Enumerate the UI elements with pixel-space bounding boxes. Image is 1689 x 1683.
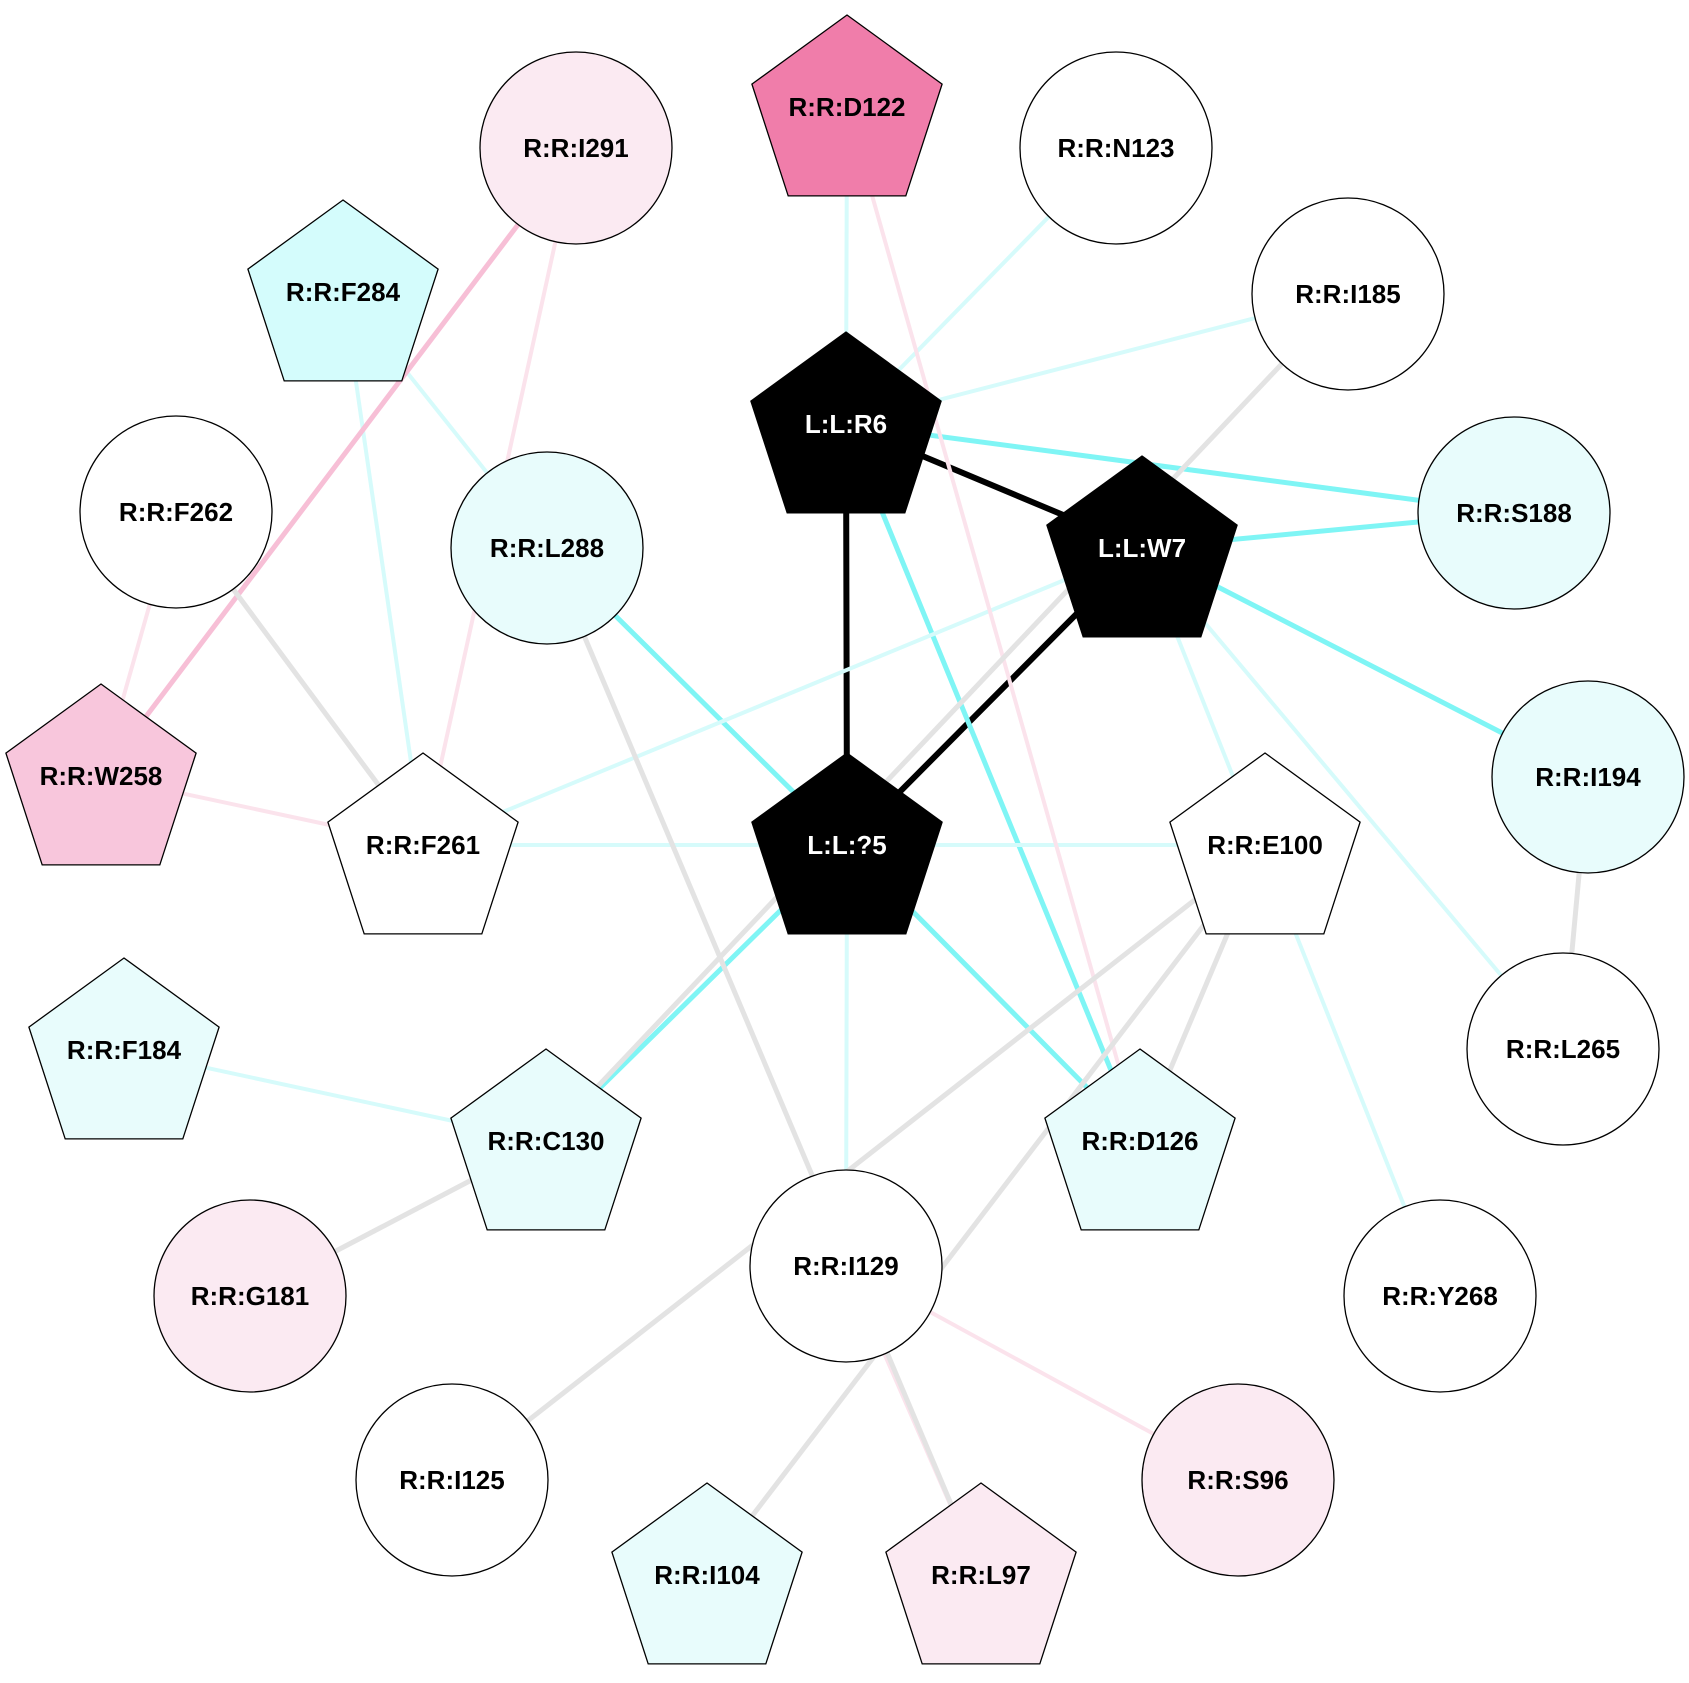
node-f262: R:R:F262 — [79, 415, 273, 609]
edge-r6-d126 — [843, 421, 1143, 1144]
node-c130: R:R:C130 — [450, 1048, 642, 1231]
node-label: R:R:N123 — [1057, 133, 1174, 163]
node-w7: L:L:W7 — [1046, 455, 1238, 638]
node-circle — [1491, 680, 1685, 874]
node-circle — [79, 415, 273, 609]
node-label: R:R:F284 — [286, 277, 401, 307]
node-q5: L:L:?5 — [751, 752, 943, 935]
edge-w7-l265 — [1140, 546, 1565, 1051]
node-pentagon — [327, 752, 519, 935]
node-label: L:L:?5 — [807, 830, 886, 860]
node-label: L:L:W7 — [1098, 533, 1186, 563]
edge-i185-c130 — [543, 291, 1351, 1144]
node-label: R:R:I125 — [399, 1465, 504, 1495]
node-pentagon — [1046, 455, 1238, 638]
node-pentagon — [1169, 752, 1361, 935]
edge-i291-w258 — [98, 145, 579, 779]
node-circle — [1141, 1383, 1335, 1577]
node-i104: R:R:I104 — [611, 1482, 803, 1665]
node-i129: R:R:I129 — [749, 1169, 943, 1363]
node-circle — [1343, 1199, 1537, 1393]
node-l265: R:R:L265 — [1466, 952, 1660, 1146]
node-label: R:R:I185 — [1295, 279, 1400, 309]
node-label: R:R:E100 — [1207, 830, 1323, 860]
node-label: R:R:L288 — [490, 533, 604, 563]
node-n123: R:R:N123 — [1019, 51, 1213, 245]
node-circle — [1466, 952, 1660, 1146]
node-r6: L:L:R6 — [750, 331, 942, 514]
node-label: R:R:D122 — [788, 92, 905, 122]
node-label: R:R:L97 — [931, 1560, 1031, 1590]
node-i194: R:R:I194 — [1491, 680, 1685, 874]
node-pentagon — [885, 1482, 1077, 1665]
node-label: R:R:I194 — [1535, 762, 1641, 792]
node-f261: R:R:F261 — [327, 752, 519, 935]
edge-e100-i125 — [449, 842, 1268, 1483]
node-label: R:R:F262 — [119, 497, 233, 527]
node-label: R:R:G181 — [191, 1281, 309, 1311]
node-circle — [1019, 51, 1213, 245]
node-circle — [749, 1169, 943, 1363]
node-i125: R:R:I125 — [355, 1383, 549, 1577]
node-w258: R:R:W258 — [5, 683, 197, 866]
node-circle — [479, 51, 673, 245]
node-label: R:R:S96 — [1187, 1465, 1288, 1495]
node-g181: R:R:G181 — [153, 1199, 347, 1393]
node-label: R:R:F184 — [67, 1035, 182, 1065]
node-d122: R:R:D122 — [751, 14, 943, 197]
node-pentagon — [28, 957, 220, 1140]
node-l288: R:R:L288 — [450, 451, 644, 645]
node-l97: R:R:L97 — [885, 1482, 1077, 1665]
node-circle — [355, 1383, 549, 1577]
edge-f284-f261 — [341, 290, 425, 847]
node-label: R:R:F261 — [366, 830, 480, 860]
node-label: R:R:W258 — [40, 761, 163, 791]
node-label: R:R:I291 — [523, 133, 628, 163]
node-pentagon — [450, 1048, 642, 1231]
node-pentagon — [750, 331, 942, 514]
node-f284: R:R:F284 — [247, 199, 439, 382]
node-s96: R:R:S96 — [1141, 1383, 1335, 1577]
node-i185: R:R:I185 — [1251, 197, 1445, 391]
node-label: R:R:Y268 — [1382, 1281, 1498, 1311]
node-label: R:R:D126 — [1081, 1126, 1198, 1156]
node-pentagon — [1044, 1048, 1236, 1231]
node-pentagon — [751, 752, 943, 935]
edge-w7-f261 — [421, 546, 1144, 847]
edge-e100-i104 — [704, 842, 1268, 1578]
node-label: R:R:S188 — [1456, 498, 1572, 528]
node-circle — [1251, 197, 1445, 391]
node-s188: R:R:S188 — [1417, 416, 1611, 610]
edge-d122-d126 — [845, 105, 1142, 1143]
node-e100: R:R:E100 — [1169, 752, 1361, 935]
node-label: R:R:C130 — [487, 1126, 604, 1156]
node-label: L:L:R6 — [805, 409, 887, 439]
node-label: R:R:I104 — [654, 1560, 760, 1590]
edge-l288-l97 — [544, 545, 984, 1578]
node-circle — [153, 1199, 347, 1393]
node-f184: R:R:F184 — [28, 957, 220, 1140]
node-pentagon — [247, 199, 439, 382]
node-pentagon — [611, 1482, 803, 1665]
node-d126: R:R:D126 — [1044, 1048, 1236, 1231]
node-y268: R:R:Y268 — [1343, 1199, 1537, 1393]
node-label: R:R:L265 — [1506, 1034, 1620, 1064]
node-pentagon — [751, 14, 943, 197]
node-circle — [450, 451, 644, 645]
node-i291: R:R:I291 — [479, 51, 673, 245]
node-circle — [1417, 416, 1611, 610]
node-label: R:R:I129 — [793, 1251, 898, 1281]
node-pentagon — [5, 683, 197, 866]
